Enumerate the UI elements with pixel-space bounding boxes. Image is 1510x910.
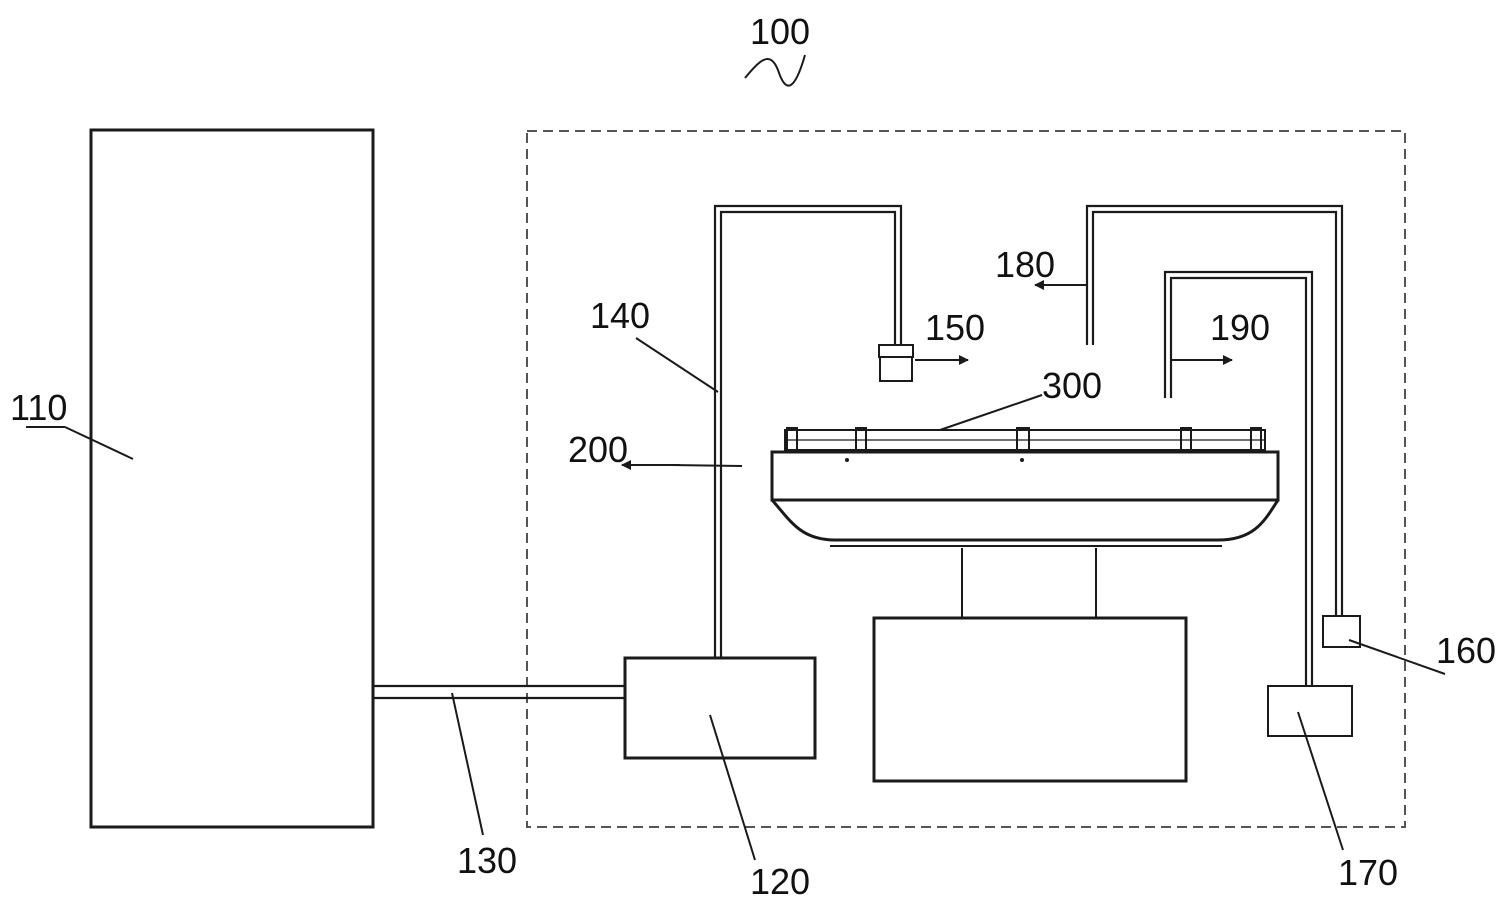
label-130-leader xyxy=(451,692,484,836)
label-200: 200 xyxy=(568,429,628,470)
part-200-line xyxy=(669,464,743,467)
nozzle-150 xyxy=(878,344,914,382)
base-block xyxy=(872,616,1188,783)
label-190: 190 xyxy=(1210,307,1270,348)
label-300-leader xyxy=(939,394,1043,431)
bowl xyxy=(770,498,1280,542)
pipe-180 xyxy=(1085,204,1344,616)
label-110-leader xyxy=(64,426,134,460)
label-100: 100 xyxy=(750,11,810,52)
label-110: 110 xyxy=(10,387,67,428)
platform-assembly xyxy=(770,427,1280,783)
sensor-160 xyxy=(1322,615,1361,648)
label-120-leader xyxy=(709,714,756,861)
label-180: 180 xyxy=(995,244,1055,285)
label-300: 300 xyxy=(1042,365,1102,406)
unit-170 xyxy=(1267,685,1353,737)
label-160-leader xyxy=(1348,639,1446,675)
label-160: 160 xyxy=(1436,630,1496,671)
pipe-190 xyxy=(1163,270,1314,686)
unit-120 xyxy=(623,656,817,760)
label-140-leader xyxy=(635,337,719,393)
pipe-140 xyxy=(713,204,903,658)
label-140: 140 xyxy=(590,295,650,336)
label-100-leader xyxy=(744,54,806,87)
cabinet-110 xyxy=(89,128,375,829)
base-plate xyxy=(770,450,1280,502)
line-130 xyxy=(373,684,625,700)
label-170-leader xyxy=(1297,711,1344,851)
label-170: 170 xyxy=(1338,852,1398,893)
label-130: 130 xyxy=(457,840,517,881)
label-150: 150 xyxy=(925,307,985,348)
enclosure-boundary xyxy=(526,130,1406,828)
label-120: 120 xyxy=(750,861,810,902)
